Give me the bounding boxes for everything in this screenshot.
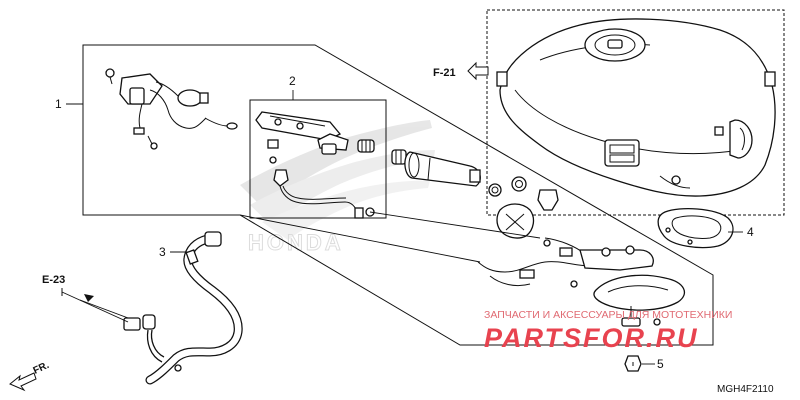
diagram-code: MGH4F2110 bbox=[717, 384, 774, 395]
ref-f21-label: F-21 bbox=[433, 67, 456, 79]
callout-3: 3 bbox=[159, 245, 188, 259]
fuel-filter bbox=[496, 203, 535, 239]
tank-gasket bbox=[657, 208, 734, 249]
watermark-brand: PARTSFOR.RU bbox=[484, 323, 699, 353]
ref-e23-label: E-23 bbox=[42, 274, 65, 286]
callout-1-label: 1 bbox=[55, 97, 62, 111]
callout-3-label: 3 bbox=[159, 245, 166, 259]
ref-f21: F-21 bbox=[433, 61, 489, 81]
watermark-caption: ЗАПЧАСТИ И АКСЕССУАРЫ ДЛЯ МОТОТЕХНИКИ bbox=[484, 309, 732, 321]
seal-rings bbox=[365, 176, 559, 217]
callout-5-label: 5 bbox=[657, 357, 664, 371]
fuel-pump-motor bbox=[391, 149, 481, 187]
callout-4-label: 4 bbox=[747, 225, 754, 239]
front-direction-label: FR. bbox=[32, 360, 51, 377]
fuel-tank bbox=[496, 18, 776, 197]
honda-wing-logo: HONDA bbox=[240, 120, 435, 256]
arrow-front-icon bbox=[9, 372, 37, 392]
arrow-left-icon bbox=[467, 61, 489, 81]
callout-5: 5 bbox=[642, 357, 664, 371]
sensor-wiring-group bbox=[105, 68, 238, 150]
fuel-level-sender bbox=[477, 237, 686, 327]
assembly-1-boundary bbox=[82, 44, 714, 346]
callout-2: 2 bbox=[289, 74, 296, 100]
leader-harness bbox=[369, 211, 541, 239]
arrow-left-icon bbox=[84, 294, 94, 302]
fuel-rail-assembly bbox=[255, 111, 375, 219]
fuel-hose bbox=[123, 231, 243, 385]
front-direction: FR. bbox=[9, 360, 51, 392]
subassembly-2-box bbox=[249, 99, 387, 219]
fuel-tank-boundary bbox=[486, 9, 785, 216]
leader-sender bbox=[239, 214, 481, 263]
watermark: ЗАПЧАСТИ И АКСЕССУАРЫ ДЛЯ МОТОТЕХНИКИ PA… bbox=[484, 309, 732, 353]
callout-1: 1 bbox=[55, 97, 83, 111]
bolt-5 bbox=[624, 355, 642, 372]
callout-2-label: 2 bbox=[289, 74, 296, 88]
ref-e23: E-23 bbox=[42, 274, 129, 323]
honda-logo-text: HONDA bbox=[248, 230, 344, 255]
callout-4: 4 bbox=[728, 225, 754, 239]
